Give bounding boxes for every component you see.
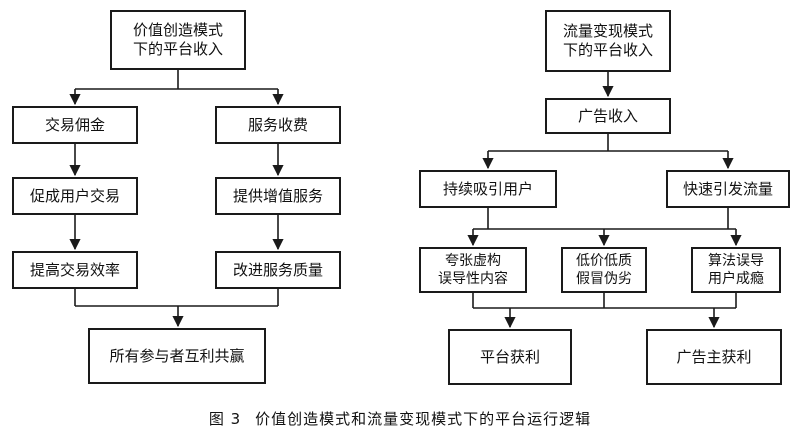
right-title-line-2: 下的平台收入 [562, 41, 653, 59]
win-win-box: 所有参与者互利共赢 [88, 328, 266, 384]
misleading-content-box: 夸张虚构 误导性内容 [419, 247, 527, 293]
algorithm-addiction-line-1: 算法误导 [708, 253, 764, 269]
figure-number: 图 3 [208, 410, 242, 428]
left-title-box: 价值创造模式 下的平台收入 [110, 10, 246, 70]
algorithm-addiction-line-2: 用户成瘾 [708, 271, 764, 287]
misleading-content-line-1: 夸张虚构 [445, 253, 501, 269]
left-title-line-1: 价值创造模式 [132, 21, 223, 39]
service-quality-box: 改进服务质量 [215, 251, 341, 289]
trade-efficiency-label: 提高交易效率 [29, 260, 120, 279]
right-title-line-1: 流量变现模式 [562, 22, 653, 40]
service-fee-box: 服务收费 [215, 106, 341, 144]
misleading-content-line-2: 误导性内容 [438, 271, 508, 287]
attract-users-label: 持续吸引用户 [442, 179, 533, 198]
commission-label: 交易佣金 [44, 115, 105, 134]
win-win-label: 所有参与者互利共赢 [109, 346, 245, 365]
low-quality-line-1: 低价低质 [576, 253, 632, 269]
trigger-traffic-box: 快速引发流量 [666, 170, 790, 208]
figure-caption: 图 3 价值创造模式和流量变现模式下的平台运行逻辑 [0, 408, 800, 429]
right-title-box: 流量变现模式 下的平台收入 [545, 10, 671, 72]
platform-profit-label: 平台获利 [479, 347, 540, 366]
low-quality-line-2: 假冒伪劣 [576, 271, 632, 287]
ad-revenue-box: 广告收入 [545, 98, 671, 134]
facilitate-trade-label: 促成用户交易 [29, 186, 120, 205]
figure-title: 价值创造模式和流量变现模式下的平台运行逻辑 [255, 410, 592, 428]
service-quality-label: 改进服务质量 [232, 260, 323, 279]
algorithm-addiction-box: 算法误导 用户成瘾 [691, 247, 781, 293]
platform-profit-box: 平台获利 [448, 329, 572, 385]
value-added-service-box: 提供增值服务 [215, 177, 341, 215]
advertiser-profit-box: 广告主获利 [646, 329, 782, 385]
facilitate-trade-box: 促成用户交易 [12, 177, 138, 215]
low-quality-box: 低价低质 假冒伪劣 [561, 247, 647, 293]
trigger-traffic-label: 快速引发流量 [682, 179, 773, 198]
value-added-service-label: 提供增值服务 [232, 186, 323, 205]
advertiser-profit-label: 广告主获利 [676, 347, 752, 366]
ad-revenue-label: 广告收入 [577, 106, 638, 125]
attract-users-box: 持续吸引用户 [419, 170, 557, 208]
left-title-line-2: 下的平台收入 [132, 40, 223, 58]
trade-efficiency-box: 提高交易效率 [12, 251, 138, 289]
commission-box: 交易佣金 [12, 106, 138, 144]
service-fee-label: 服务收费 [247, 115, 308, 134]
